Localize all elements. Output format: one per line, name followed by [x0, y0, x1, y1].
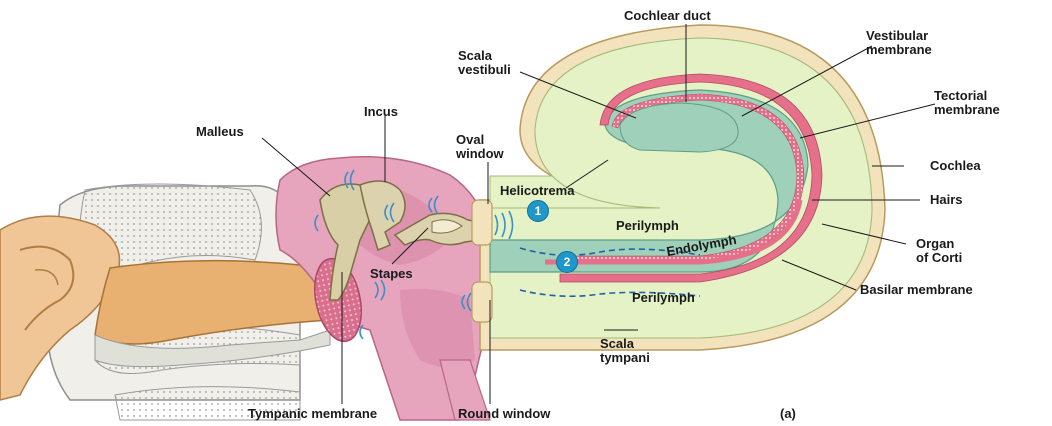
label-perilymph-lower: Perilymph [632, 290, 695, 305]
label-oval-window-line2: window [456, 146, 504, 161]
label-perilymph-upper: Perilymph [616, 218, 679, 233]
label-malleus: Malleus [196, 124, 244, 139]
step-1-marker: 1 [527, 200, 549, 222]
label-tectorial-membrane-line2: membrane [934, 102, 1000, 117]
label-vestibular-membrane-line1: Vestibular [866, 28, 928, 43]
label-oval-window-line1: Oval [456, 132, 484, 147]
label-scala-vestibuli-line1: Scala [458, 48, 492, 63]
label-incus: Incus [364, 104, 398, 119]
step-2-marker: 2 [556, 251, 578, 273]
label-tympanic-membrane: Tympanic membrane [248, 406, 377, 421]
label-vestibular-membrane-line2: membrane [866, 42, 932, 57]
label-cochlea: Cochlea [930, 158, 981, 173]
label-stapes: Stapes [370, 266, 413, 281]
label-hairs: Hairs [930, 192, 963, 207]
label-tectorial-membrane-line1: Tectorial [934, 88, 987, 103]
label-helicotrema: Helicotrema [500, 183, 574, 198]
label-scala-vestibuli-line2: vestibuli [458, 62, 511, 77]
label-organ-of-corti-line1: Organ [916, 236, 954, 251]
label-cochlear-duct: Cochlear duct [624, 8, 711, 23]
label-round-window: Round window [458, 406, 550, 421]
label-basilar-membrane: Basilar membrane [860, 282, 973, 297]
label-scala-tympani-line1: Scala [600, 336, 634, 351]
label-panel-letter: (a) [780, 406, 796, 421]
label-scala-tympani-line2: tympani [600, 350, 650, 365]
label-organ-of-corti-line2: of Corti [916, 250, 962, 265]
